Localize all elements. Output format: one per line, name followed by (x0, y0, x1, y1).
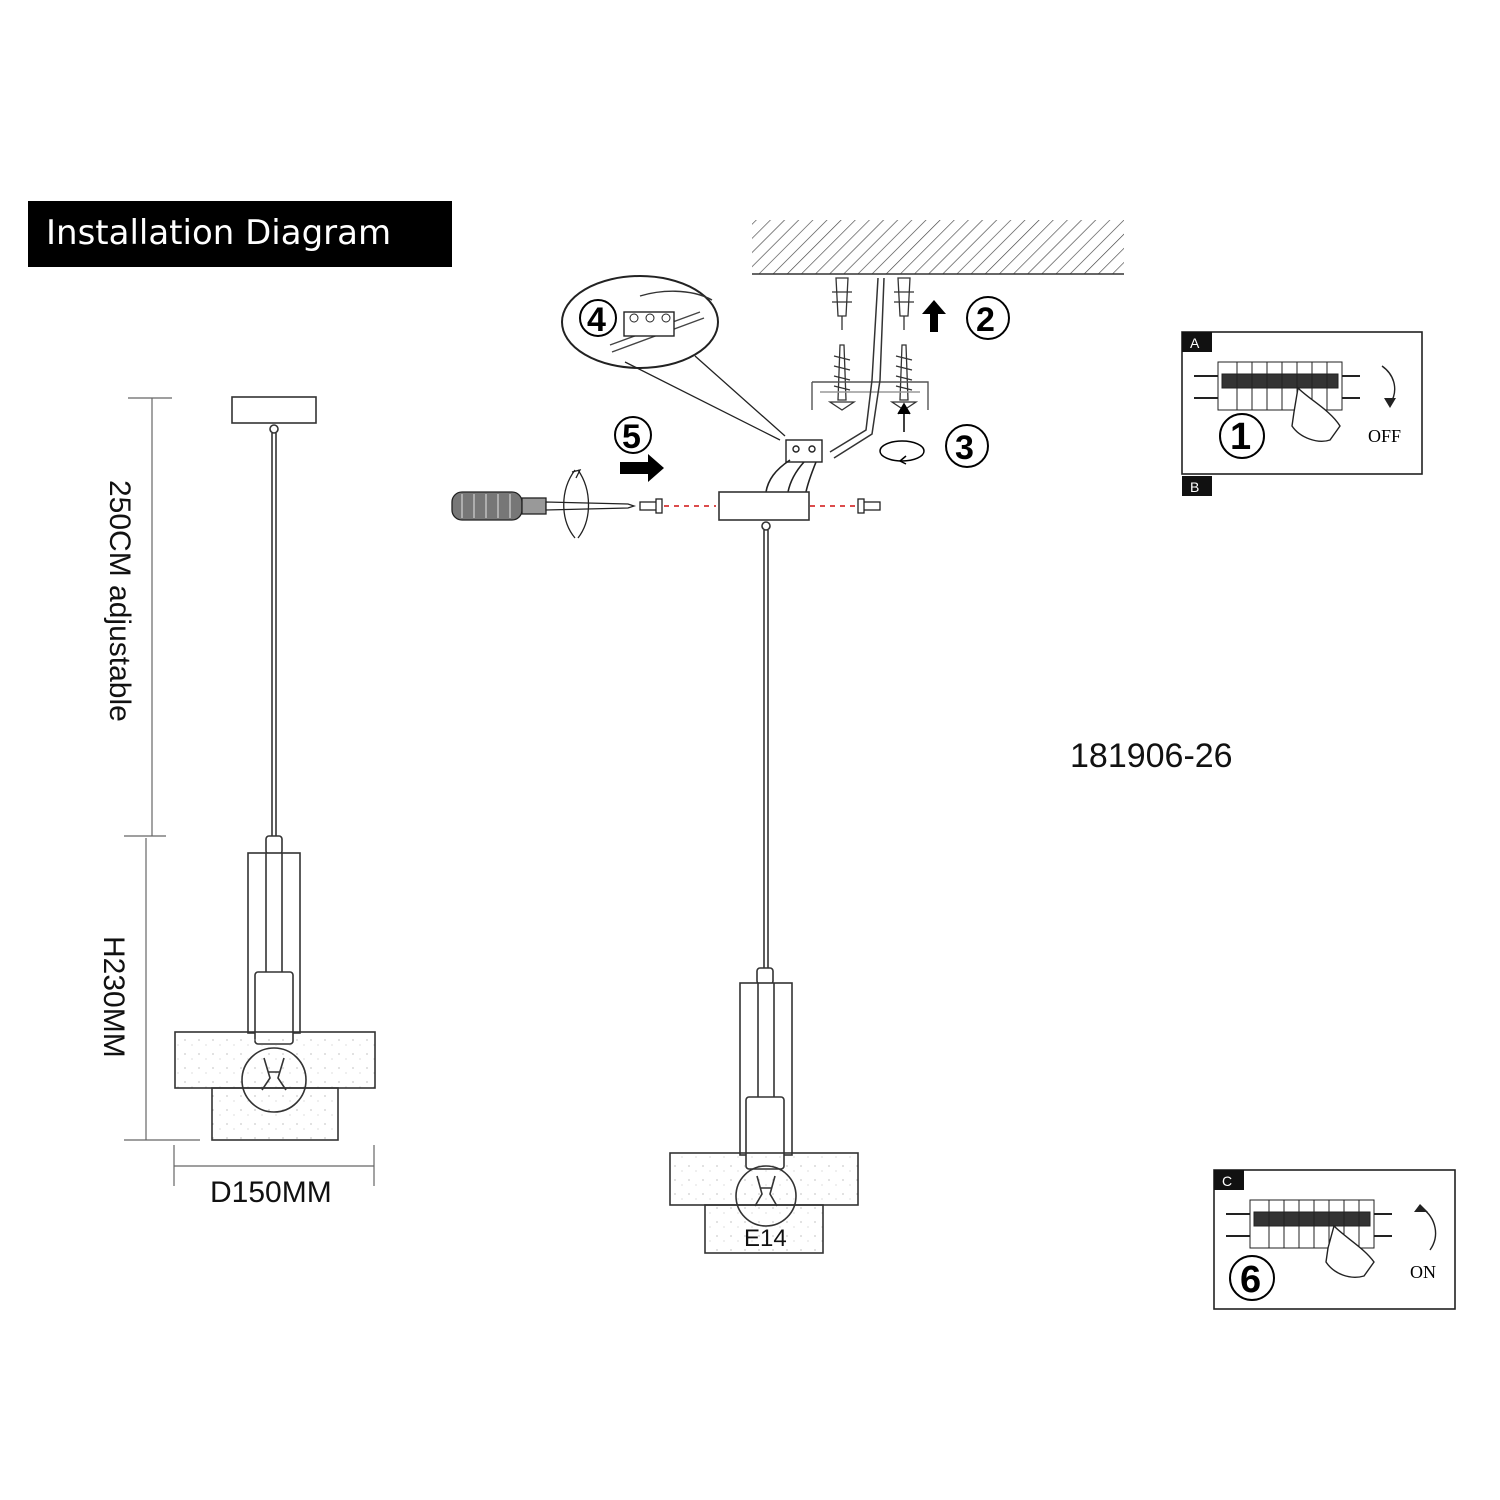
hand-icon-on (1325, 1224, 1375, 1278)
screw-right (889, 344, 919, 411)
diameter-label: D150MM (210, 1176, 332, 1209)
model-number: 181906-26 (1070, 737, 1233, 775)
panel-letter-c: C (1222, 1173, 1232, 1189)
center-lower-shade (704, 1204, 824, 1254)
bulb (241, 1047, 307, 1113)
dimension-lamp-drawing (174, 396, 376, 1141)
lower-shade (211, 1087, 339, 1141)
panel-tab-a (1182, 332, 1212, 352)
up-arrow-step-2 (922, 300, 946, 332)
step-4-number: 4 (587, 301, 606, 339)
breaker-panel-on: C 6 ON (1213, 1169, 1456, 1310)
step-5-circle (614, 416, 652, 454)
step-1-number: 1 (1230, 416, 1251, 458)
panel-letter-b: B (1190, 479, 1199, 495)
side-screw-right (857, 498, 881, 514)
step-2-circle (966, 296, 1010, 340)
right-arrow-step-5 (620, 454, 664, 482)
height-label: H230MM (97, 936, 130, 1058)
page-title: Installation Diagram (46, 213, 392, 253)
height-dimension-line (124, 838, 200, 1141)
rotate-arrow-step-3 (879, 402, 925, 465)
step-6-number: 6 (1240, 1259, 1261, 1301)
breaker-row-off (1194, 361, 1360, 411)
on-label: ON (1410, 1262, 1436, 1282)
cable-length-label: 250CM adjustable (103, 480, 136, 722)
screw-left (827, 344, 857, 411)
ceiling-wires (829, 277, 885, 459)
breaker-panel-off: A B 1 OFF (1181, 331, 1423, 496)
cable-dimension-line (124, 397, 172, 837)
center-bulb (735, 1165, 797, 1227)
title-banner: Installation Diagram (28, 201, 452, 267)
side-screw-left (639, 498, 663, 514)
screwdriver-icon (451, 469, 637, 539)
hand-icon-off (1291, 386, 1341, 442)
upper-shade (174, 1031, 376, 1089)
panel-letter-a: A (1190, 335, 1200, 351)
center-canopy (718, 491, 810, 521)
canopy-wires (765, 459, 817, 493)
off-label: OFF (1368, 426, 1401, 446)
bulb-type-label: E14 (744, 1225, 787, 1252)
step-6-circle (1229, 1255, 1275, 1301)
panel-tab-b (1182, 476, 1212, 496)
step-3-number: 3 (955, 429, 974, 467)
step-1-circle (1219, 413, 1265, 459)
breaker-row-on (1226, 1199, 1392, 1249)
diameter-dimension-line (173, 1145, 375, 1186)
ceiling (752, 220, 1124, 275)
canopy (231, 396, 317, 424)
panel-tab-c (1214, 1170, 1244, 1190)
terminal-block-zoom (561, 275, 786, 441)
wall-anchor-right (894, 277, 914, 330)
wall-anchor-left (832, 277, 852, 330)
center-upper-shade (669, 1152, 859, 1206)
step-2-number: 2 (976, 301, 995, 339)
step-3-circle (945, 424, 989, 468)
step-4-circle (579, 299, 617, 337)
step-5-number: 5 (622, 418, 641, 456)
installed-lamp-drawing (669, 491, 859, 1254)
terminal-block (785, 439, 823, 463)
